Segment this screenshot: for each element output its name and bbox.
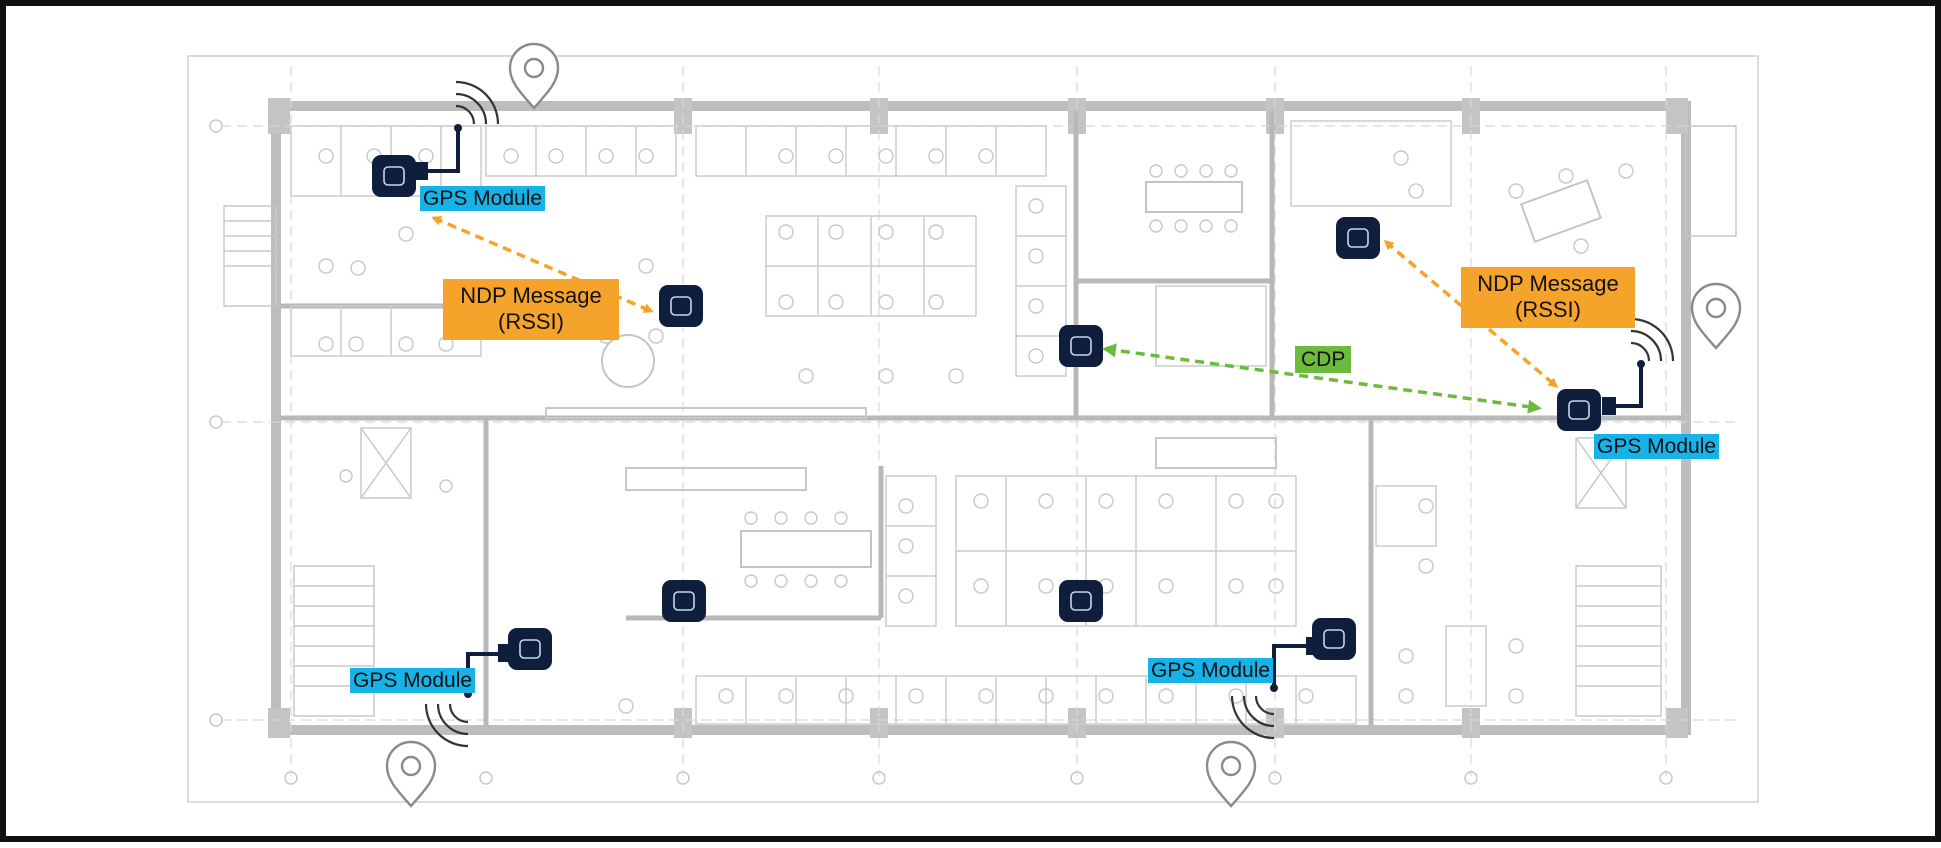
cdp-label: CDP: [1295, 346, 1352, 374]
ndp-message-label: NDP Message (RSSI): [443, 279, 619, 340]
access-point-icon: [1335, 216, 1381, 260]
access-point-icon: [658, 284, 704, 328]
ndp-message-line1: NDP Message: [1477, 271, 1619, 296]
gps-module-label: GPS Module: [350, 668, 476, 694]
access-point-icon: [1311, 617, 1357, 661]
gps-connector: [414, 162, 428, 180]
location-pin-icon: [385, 740, 437, 808]
ndp-message-label: NDP Message (RSSI): [1461, 267, 1635, 328]
location-pin-icon: [508, 42, 560, 110]
access-point-icon: [371, 154, 417, 198]
ndp-message-line2: (RSSI): [1515, 297, 1581, 323]
location-pin-icon: [1690, 282, 1742, 350]
signal-waves-icon: [1629, 317, 1675, 363]
access-point-icon: [507, 627, 553, 671]
location-pin-icon: [1205, 740, 1257, 808]
floor-plan: [187, 55, 1759, 803]
access-point-icon: [1556, 388, 1602, 432]
cdp-arrow: [1102, 343, 1542, 414]
ndp-message-line1: NDP Message: [460, 283, 602, 308]
access-point-icon: [1058, 579, 1104, 623]
access-point-icon: [1058, 324, 1104, 368]
ndp-message-line2: (RSSI): [498, 309, 564, 335]
gps-module-label: GPS Module: [1594, 434, 1720, 460]
floorplan-diagram: [187, 42, 1759, 808]
access-point-icon: [661, 579, 707, 623]
gps-module-label: GPS Module: [1148, 658, 1274, 684]
gps-antenna-cable: [418, 128, 1643, 694]
gps-module-label: GPS Module: [420, 186, 546, 212]
gps-connector: [1602, 397, 1616, 415]
